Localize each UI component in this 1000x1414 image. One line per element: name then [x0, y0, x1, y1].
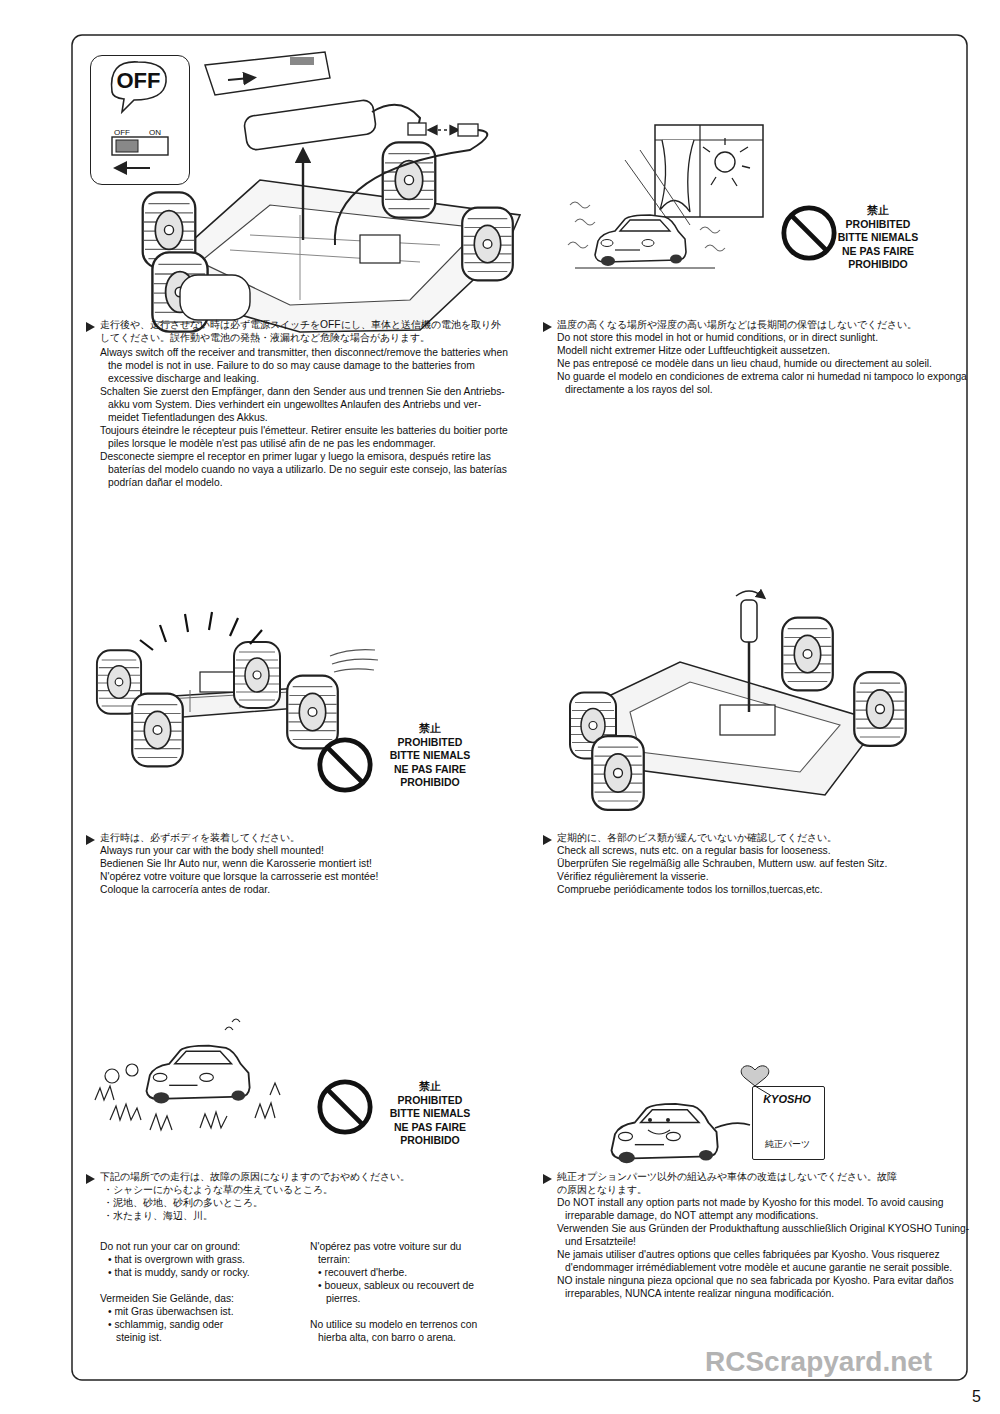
- bullet-item: ・シャシーにからむような草の生えているところ。: [103, 1183, 503, 1196]
- warning-text: Vérifiez régulièrement la visserie.: [557, 870, 970, 883]
- warning-text: Toujours éteindre le récepteur puis l'ém…: [100, 424, 513, 450]
- prohibited-label: PROHIBIDO: [375, 1134, 485, 1148]
- prohibited-label: NE PAS FAIRE: [823, 245, 933, 259]
- prohibited-label: PROHIBITED: [375, 736, 485, 750]
- switch-label: ON: [149, 128, 161, 137]
- bullet-item: • that is overgrown with grass.: [108, 1253, 301, 1266]
- warning-text: 温度の高くなる場所や湿度の高い場所などは長期間の保管はしないでください。: [557, 318, 962, 331]
- prohibited-label: BITTE NIEMALS: [375, 749, 485, 763]
- prohibited-label: PROHIBIDO: [823, 258, 933, 272]
- warning-text: 定期的に、各部のビス類が緩んでいないか確認してください。: [557, 831, 962, 844]
- warning-text: Compruebe periódicamente todos los torni…: [557, 883, 970, 896]
- warning-text: Coloque la carrocería antes de rodar.: [100, 883, 513, 896]
- bullet-item: ・泥地、砂地、砂利の多いところ。: [103, 1196, 503, 1209]
- warning-text: Verwenden Sie aus Gründen der Produkthaf…: [557, 1222, 970, 1248]
- bullet-item: • mit Gras überwachsen ist.: [108, 1305, 301, 1318]
- warning-text: No utilice su modelo en terrenos con hie…: [310, 1318, 483, 1344]
- prohibited-label: PROHIBIDO: [375, 776, 485, 790]
- prohibited-label: BITTE NIEMALS: [375, 1107, 485, 1121]
- warning-text: Do NOT install any option parts not made…: [557, 1196, 970, 1222]
- warning-text: Ne jamais utiliser d'autres options que …: [557, 1248, 970, 1274]
- switch-label: OFF: [114, 128, 130, 137]
- warning-text: 下記の場所での走行は、故障の原因になりますのでおやめください。: [100, 1170, 505, 1183]
- prohibited-label: 禁止: [823, 204, 933, 218]
- switch-state: OFF: [91, 68, 186, 94]
- brand-name: KYOSHO: [753, 1093, 821, 1105]
- bullet-item: • boueux, sableux ou recouvert de pierre…: [318, 1279, 478, 1305]
- warning-text: Modell nicht extremer Hitze oder Luftfeu…: [557, 344, 970, 357]
- warning-text: Desconecte siempre el receptor en primer…: [100, 450, 513, 489]
- warning-text: Vermeiden Sie Gelände, das:: [100, 1292, 303, 1305]
- prohibited-label: PROHIBITED: [375, 1094, 485, 1108]
- prohibited-label: 禁止: [375, 722, 485, 736]
- parts-label: 純正パーツ: [753, 1139, 821, 1151]
- warning-text: NO instale ninguna pieza opcional que no…: [557, 1274, 970, 1300]
- warning-text: N'opérez pas votre voiture sur du terrai…: [310, 1240, 468, 1266]
- kyosho-parts-box: KYOSHO 純正パーツ: [752, 1086, 825, 1160]
- bullet-item: • recouvert d'herbe.: [318, 1266, 478, 1279]
- page-number: 5: [972, 1388, 981, 1406]
- warning-text: Do not run your car on ground:: [100, 1240, 303, 1253]
- warning-text: Do not store this model in hot or humid …: [557, 331, 970, 344]
- warning-text: Schalten Sie zuerst den Empfänger, dann …: [100, 385, 513, 424]
- prohibited-label: BITTE NIEMALS: [823, 231, 933, 245]
- watermark: RCScrapyard.net: [705, 1346, 932, 1378]
- power-switch-callout: OFF OFF ON: [90, 55, 190, 185]
- warning-text: 走行時は、必ずボディを装着してください。: [100, 831, 505, 844]
- bullet-item: ・水たまり、海辺、川。: [103, 1209, 503, 1222]
- prohibited-label: 禁止: [375, 1080, 485, 1094]
- bullet-item: • that is muddy, sandy or rocky.: [108, 1266, 301, 1279]
- warning-text: Always switch off the receiver and trans…: [100, 346, 513, 385]
- warning-text: 純正オプションパーツ以外の組込みや車体の改造はしないでください。故障の原因となり…: [557, 1170, 902, 1196]
- warning-text: Ne pas entreposé ce modèle dans un lieu …: [557, 357, 970, 370]
- warning-text: 走行後や、走行させない時は必ず電源スイッチをOFFにし、車体と送信機の電池を取り…: [100, 318, 505, 344]
- warning-text: Bedienen Sie Ihr Auto nur, wenn die Karo…: [100, 857, 513, 870]
- warning-text: Always run your car with the body shell …: [100, 844, 513, 857]
- prohibited-label: NE PAS FAIRE: [375, 1121, 485, 1135]
- prohibited-label: NE PAS FAIRE: [375, 763, 485, 777]
- warning-text: Check all screws, nuts etc. on a regular…: [557, 844, 970, 857]
- warning-text: No guarde el modelo en condiciones de ex…: [557, 370, 970, 396]
- warning-text: Überprüfen Sie regelmäßig alle Schrauben…: [557, 857, 970, 870]
- warning-text: N'opérez votre voiture que lorsque la ca…: [100, 870, 513, 883]
- prohibited-label: PROHIBITED: [823, 218, 933, 232]
- bullet-item: • schlammig, sandig oder steinig ist.: [108, 1318, 234, 1344]
